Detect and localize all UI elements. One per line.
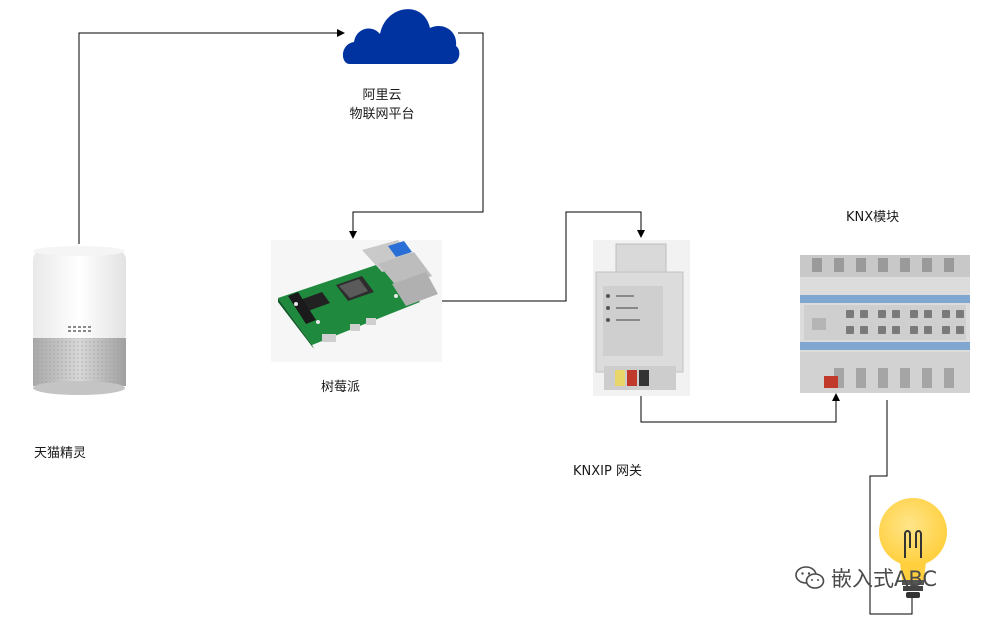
connector-cloud-to-raspberry [349,32,484,239]
watermark: 嵌入式ABC [795,563,937,593]
knxip-gateway-image [593,240,690,396]
knx-module-label: KNX模块 [846,210,900,225]
watermark-text: 嵌入式ABC [831,567,938,591]
cloud-label-line2: 物联网平台 [349,107,415,122]
knx-module-image [800,255,970,393]
connector-speaker-to-cloud [78,29,345,244]
connector-module-to-bulb [869,400,913,615]
connector-gateway-to-module [640,393,840,423]
knxip-gateway-label: KNXIP 网关 [573,464,642,479]
raspberry-pi-image [271,240,442,362]
smart-speaker-label: 天猫精灵 [34,446,87,461]
cloud-icon [342,9,460,65]
smart-speaker-image [33,246,126,395]
raspberry-pi-label: 树莓派 [321,380,361,395]
connector-raspberry-to-gateway [442,211,645,302]
light-bulb-icon [879,498,947,598]
wechat-icon [795,566,825,589]
cloud-label-line1: 阿里云 [362,88,402,103]
